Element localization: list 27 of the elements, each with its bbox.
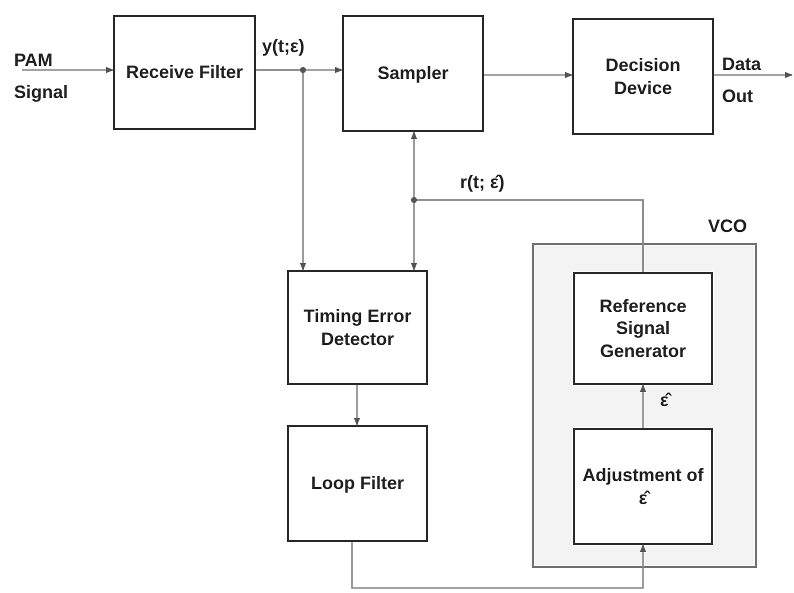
arrow bbox=[256, 69, 306, 271]
arrow bbox=[22, 66, 114, 74]
arrow bbox=[410, 199, 644, 272]
process-box bbox=[573, 272, 713, 385]
edge-label: Data Out bbox=[722, 53, 762, 108]
process-box bbox=[287, 270, 428, 385]
edge-label: y(t;ε) bbox=[262, 36, 305, 57]
process-box bbox=[287, 425, 428, 542]
arrow bbox=[354, 385, 360, 426]
block-label: Sampler bbox=[376, 62, 450, 85]
block-label: Receive Filter bbox=[124, 61, 244, 84]
block-label: Adjustment of ε̂ bbox=[582, 464, 704, 509]
arrow bbox=[484, 72, 573, 78]
block-label: Decision Device bbox=[604, 54, 682, 99]
process-box bbox=[113, 15, 256, 130]
block-label: Loop Filter bbox=[310, 472, 405, 495]
process-box bbox=[342, 15, 484, 132]
edge-label: r(t; ε̂) bbox=[460, 172, 505, 193]
block-label: Timing Error Detector bbox=[302, 305, 412, 350]
group-heading: VCO bbox=[708, 216, 747, 237]
arrow bbox=[351, 542, 646, 589]
process-box bbox=[572, 18, 714, 135]
arrow bbox=[714, 72, 793, 78]
arrow bbox=[640, 384, 646, 428]
process-box bbox=[573, 428, 713, 545]
block-label: Reference Signal Generator bbox=[598, 294, 688, 362]
edge-label: PAM Signal bbox=[14, 49, 70, 104]
